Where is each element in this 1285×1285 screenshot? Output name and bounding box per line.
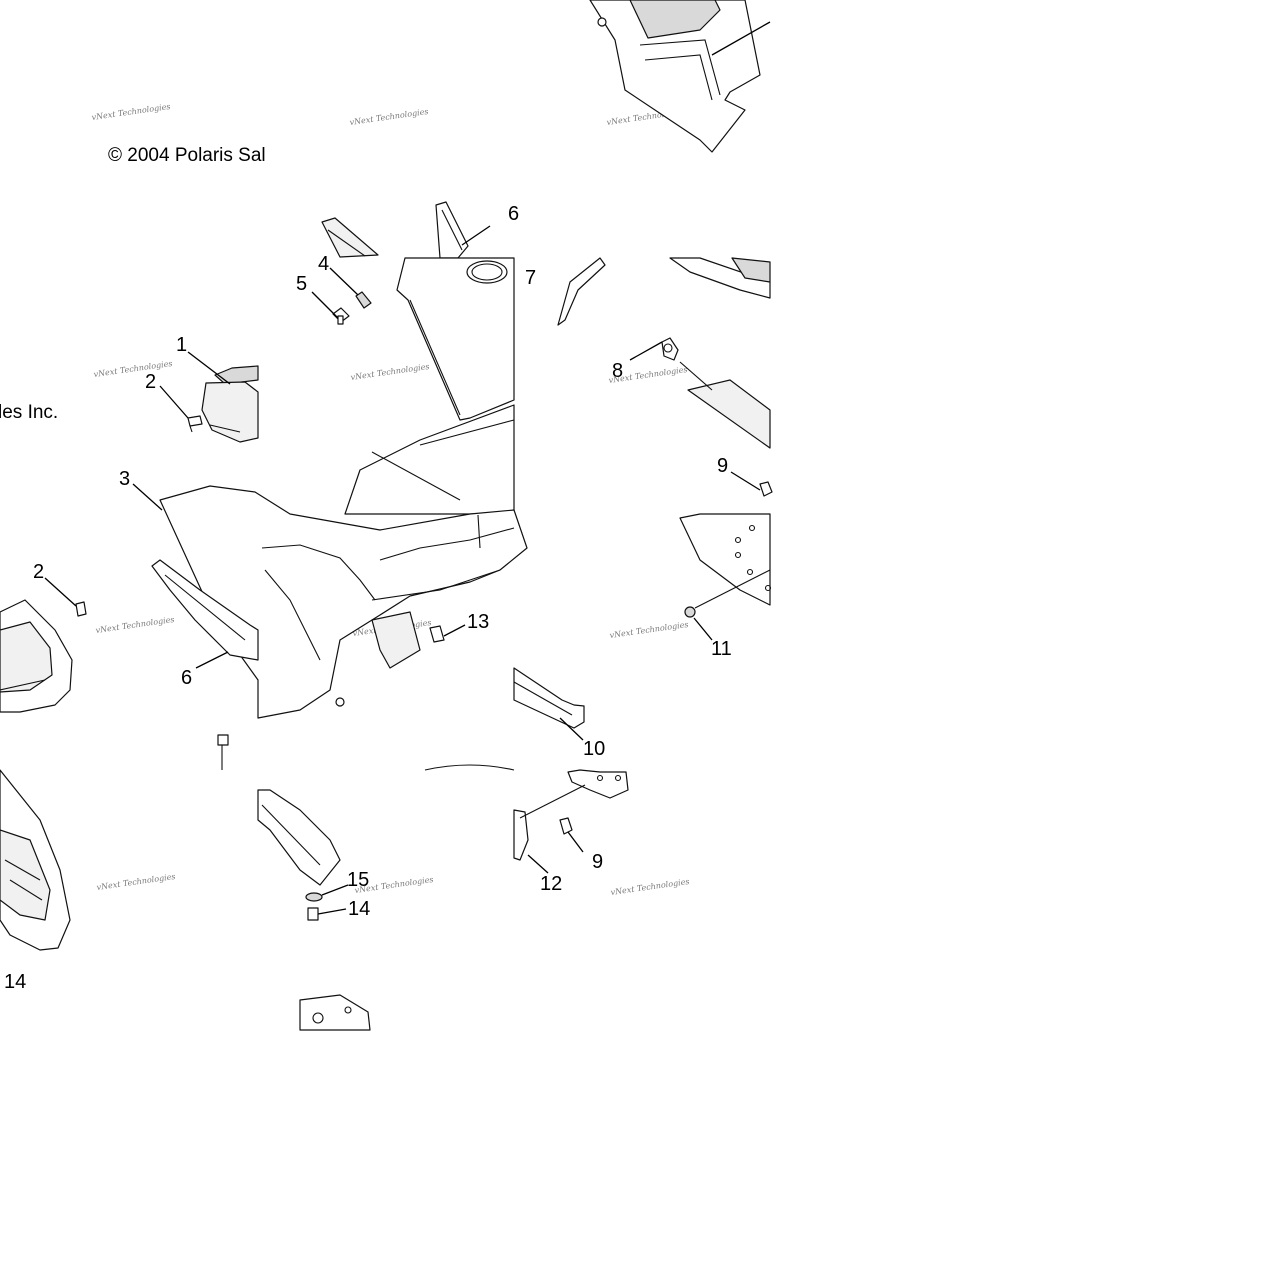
bolt-part-9-bottom xyxy=(559,817,573,835)
watermark: vNext Technologies xyxy=(95,615,175,635)
callout-7: 7 xyxy=(525,267,536,289)
screw-part-2-top xyxy=(187,415,203,433)
callout-14: 14 xyxy=(4,971,26,993)
watermark: vNext Technologies xyxy=(96,872,176,892)
watermark: vNext Technologies xyxy=(350,362,430,382)
side-panel-part-1 xyxy=(201,365,259,443)
clip-part-4 xyxy=(355,291,372,309)
callout-15: 15 xyxy=(347,869,369,891)
callout-5: 5 xyxy=(296,273,307,295)
watermark: vNext Technologies xyxy=(609,620,689,640)
flap-part-6-top xyxy=(435,201,469,259)
callout-10: 10 xyxy=(583,738,605,760)
watermark: vNext Technologies xyxy=(610,877,690,897)
washer-part-15 xyxy=(305,892,323,902)
callout-6: 6 xyxy=(508,203,519,225)
side-flap-part-6 xyxy=(151,559,259,661)
watermark: vNext Technologies xyxy=(91,102,171,122)
bolt-part-13 xyxy=(429,625,445,643)
bolt-part-9-top xyxy=(759,481,773,497)
callout-9: 9 xyxy=(592,851,603,873)
front-panel-left xyxy=(0,599,73,713)
callout-14: 14 xyxy=(348,898,370,920)
rear-outline-arc xyxy=(424,764,515,771)
rear-rack-panel xyxy=(321,217,379,258)
leader-lines xyxy=(44,225,761,915)
mount-bracket xyxy=(299,994,371,1031)
watermark: vNext Technologies xyxy=(93,359,173,379)
front-fender-edge xyxy=(557,257,771,326)
screw-part-2-mid xyxy=(75,601,87,617)
callout-9: 9 xyxy=(717,455,728,477)
callout-3: 3 xyxy=(119,468,130,490)
callout-11: 11 xyxy=(711,638,732,660)
clip-part-8 xyxy=(661,337,679,361)
bracket-part-12 xyxy=(513,769,629,861)
callout-6: 6 xyxy=(181,667,192,689)
rear-panel-plate xyxy=(679,361,771,449)
rear-fender-main xyxy=(159,485,528,719)
callout-13: 13 xyxy=(467,611,489,633)
nut-part-11 xyxy=(684,569,771,618)
copyright-text-left: © 2004 Polaris Sal xyxy=(108,145,266,166)
copyright-text-right: les Inc. xyxy=(0,402,58,423)
callout-2: 2 xyxy=(33,561,44,583)
watermark: vNext Technologies xyxy=(349,107,429,127)
callout-2: 2 xyxy=(145,371,156,393)
callout-4: 4 xyxy=(318,253,329,275)
screw-part-5 xyxy=(332,307,350,325)
callout-1: 1 xyxy=(176,334,187,356)
screw-part-14 xyxy=(307,907,319,921)
footwell-part xyxy=(257,789,341,886)
mud-flap-right xyxy=(679,513,772,606)
bracket-part-10 xyxy=(513,667,585,729)
rear-fender-tip xyxy=(589,0,771,153)
callout-8: 8 xyxy=(612,360,623,382)
callout-12: 12 xyxy=(540,873,562,895)
front-fender-lower xyxy=(0,769,71,951)
rear-cab-body xyxy=(344,257,515,515)
bolt-bottom xyxy=(217,734,229,770)
callout-labels: 1 2 2 3 4 5 6 6 7 8 9 9 10 11 12 13 14 1… xyxy=(4,203,732,993)
